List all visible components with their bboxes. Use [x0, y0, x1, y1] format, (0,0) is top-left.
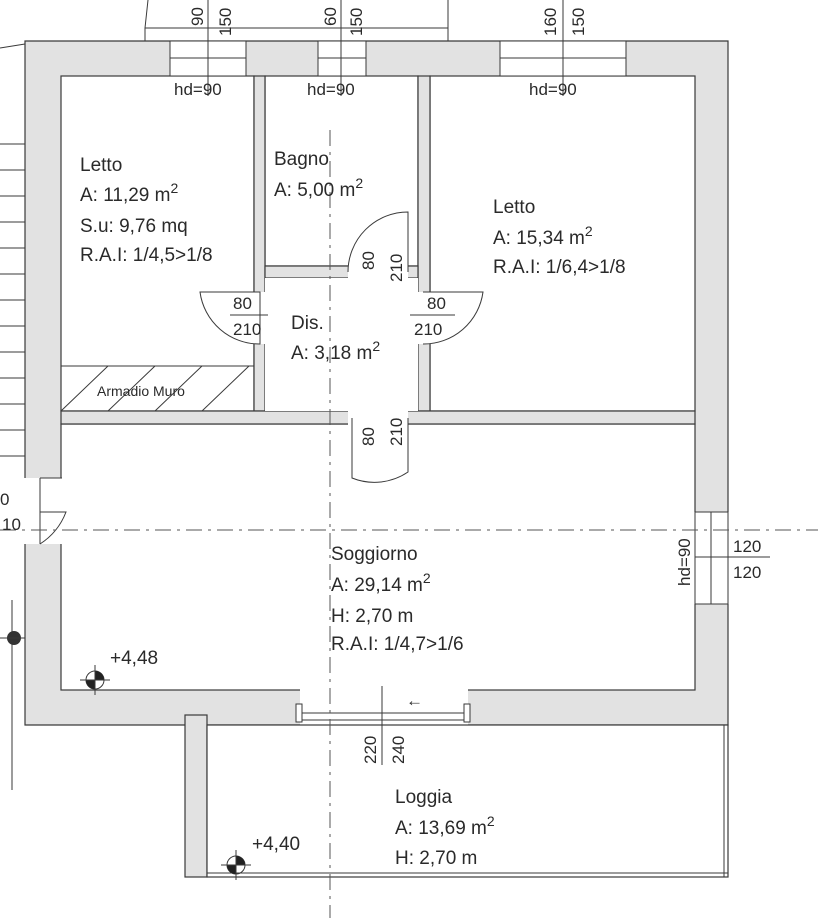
- door-swing-soggiorno: [351, 418, 409, 483]
- door-gap-letto2: [413, 292, 435, 344]
- loggia-area-unit: 2: [487, 813, 495, 829]
- loggia-area: A: 13,69 m: [395, 818, 487, 839]
- loggia-name: Loggia: [395, 787, 452, 808]
- window-right: [694, 511, 770, 605]
- bagno-area: A: 5,00 m: [274, 180, 355, 201]
- door-gap-entrance: [20, 478, 66, 544]
- wall-block-2: [417, 75, 431, 412]
- loggia-wall: [184, 714, 208, 878]
- w3-height: 150: [569, 8, 588, 36]
- door-letto1-width: 80: [233, 294, 252, 313]
- soggiorno-name: Soggiorno: [331, 544, 418, 565]
- svg-text:A: 3,18 m2: A: 3,18 m2: [291, 338, 380, 364]
- loggia-door-width: 220: [361, 736, 380, 764]
- left-dim-b: 10: [2, 515, 21, 534]
- bagno-area-unit: 2: [355, 175, 363, 191]
- door-swing-letto1: [199, 291, 261, 345]
- w2-hd: hd=90: [307, 80, 355, 99]
- svg-text:A: 11,29 m2: A: 11,29 m2: [80, 180, 178, 206]
- soggiorno-rai: R.A.I: 1/4,7>1/6: [331, 634, 464, 655]
- loggia-door-height: 240: [389, 736, 408, 764]
- letto2-area: A: 15,34 m: [493, 228, 585, 249]
- soggiorno-area-unit: 2: [423, 570, 431, 586]
- level-marker-loggia: [221, 850, 251, 880]
- dis-area-unit: 2: [372, 338, 380, 354]
- letto2-rai: R.A.I: 1/6,4>1/8: [493, 257, 626, 278]
- w4-hd: hd=90: [675, 538, 694, 586]
- w2-width: 60: [321, 7, 340, 26]
- letto1-rai: R.A.I: 1/4,5>1/8: [80, 245, 213, 266]
- svg-text:A: 5,00 m2: A: 5,00 m2: [274, 175, 363, 201]
- stairs-left: [0, 43, 26, 790]
- w1-width: 90: [188, 7, 207, 26]
- letto1-su: S.u: 9,76 mq: [80, 216, 188, 237]
- w3-width: 160: [541, 8, 560, 36]
- door-bagno-height: 210: [387, 254, 406, 282]
- loggia-door-arrow: ←: [406, 691, 423, 710]
- door-soggiorno-height: 210: [387, 418, 406, 446]
- left-dim-a: 0: [0, 490, 9, 509]
- svg-text:A: 29,14 m2: A: 29,14 m2: [331, 570, 431, 596]
- wall-block-1: [253, 75, 266, 412]
- wardrobe: [60, 365, 255, 412]
- door-gap-bagno: [348, 262, 408, 282]
- dis-area: A: 3,18 m: [291, 343, 372, 364]
- door-swing-letto2: [422, 291, 484, 345]
- room-loggia: [206, 724, 729, 878]
- door-swing-bagno: [347, 211, 409, 273]
- loggia-height: H: 2,70 m: [395, 848, 477, 869]
- room-bagno: [264, 75, 419, 267]
- door-swing-entrance: [39, 477, 67, 545]
- loggia-sliding-door: [295, 686, 471, 765]
- level-marker-soggiorno: [80, 665, 110, 695]
- door-gap-loggia: [300, 686, 468, 730]
- soggiorno-area: A: 29,14 m: [331, 575, 423, 596]
- soggiorno-height: H: 2,70 m: [331, 606, 413, 627]
- bagno-name: Bagno: [274, 149, 329, 170]
- svg-text:A: 13,69 m2: A: 13,69 m2: [395, 813, 495, 839]
- room-letto-right: [429, 75, 696, 412]
- level-soggiorno: +4,48: [110, 648, 158, 669]
- wardrobe-label: Armadio Muro: [97, 383, 185, 399]
- w1-height: 150: [216, 8, 235, 36]
- door-letto2-height: 210: [414, 320, 442, 339]
- window-top-mid: [317, 0, 367, 96]
- level-loggia: +4,40: [252, 834, 300, 855]
- dis-name: Dis.: [291, 313, 324, 334]
- room-soggiorno: [60, 423, 696, 691]
- door-soggiorno-width: 80: [359, 427, 378, 446]
- window-top-left: [169, 0, 247, 96]
- door-letto1-height: 210: [233, 320, 261, 339]
- letto1-area: A: 11,29 m: [80, 185, 170, 206]
- letto2-name: Letto: [493, 197, 535, 218]
- letto1-area-unit: 2: [170, 180, 178, 196]
- w3-hd: hd=90: [529, 80, 577, 99]
- w4-width: 120: [733, 537, 761, 556]
- w1-hd: hd=90: [174, 80, 222, 99]
- door-bagno-width: 80: [359, 251, 378, 270]
- letto1-name: Letto: [80, 155, 122, 176]
- room-letto-left: [60, 75, 255, 412]
- w2-height: 150: [347, 8, 366, 36]
- w4-height: 120: [733, 563, 761, 582]
- window-top-right: [499, 0, 627, 96]
- svg-text:A: 15,34 m2: A: 15,34 m2: [493, 223, 593, 249]
- letto2-area-unit: 2: [585, 223, 593, 239]
- door-letto2-width: 80: [427, 294, 446, 313]
